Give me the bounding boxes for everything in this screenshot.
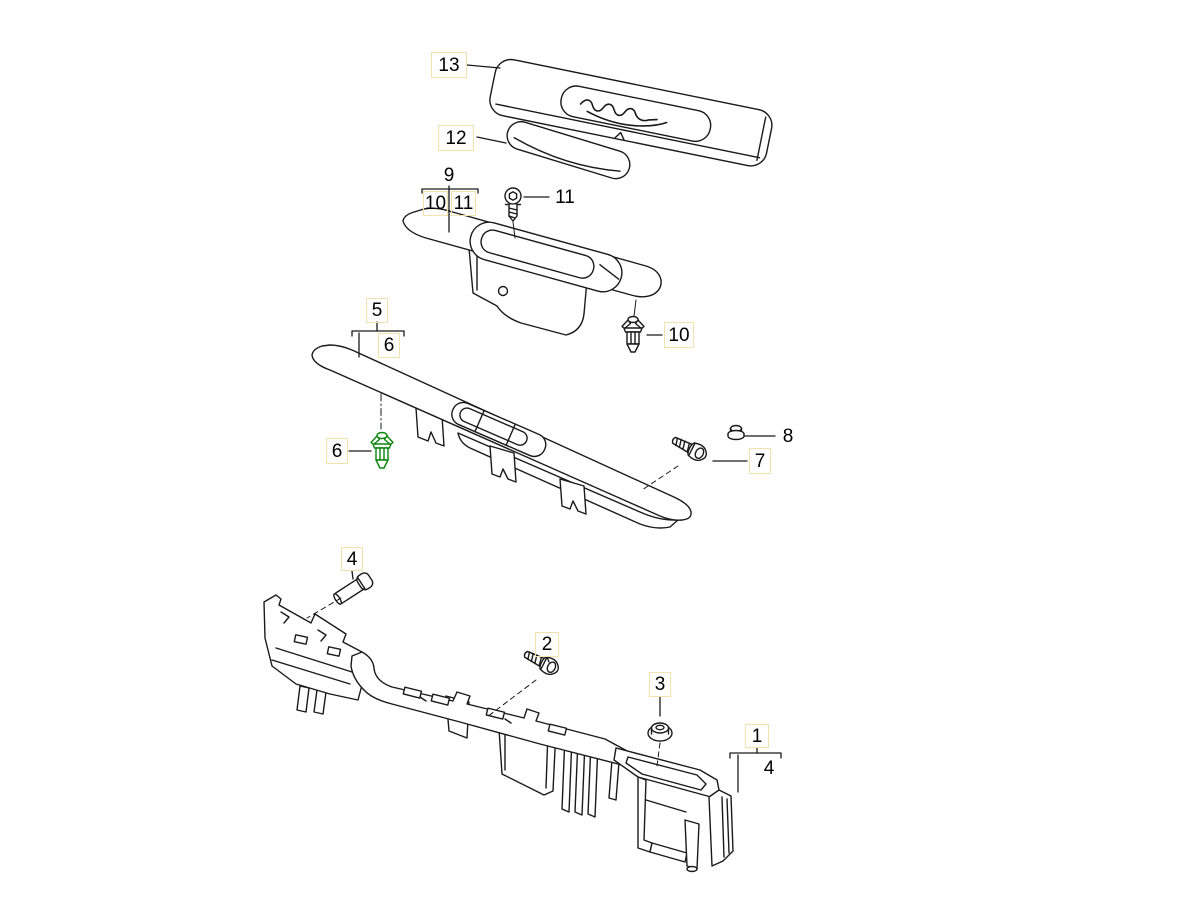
callout-13[interactable]: 13: [431, 52, 467, 78]
callout-4[interactable]: 4: [341, 547, 363, 571]
part-13-sill-cover-plate: [489, 58, 773, 167]
callout-7[interactable]: 7: [749, 448, 771, 474]
callout-6[interactable]: 6: [326, 438, 348, 464]
part-1-carrier: [263, 594, 734, 873]
part-5-sill-strip: [311, 344, 692, 529]
callout-3[interactable]: 3: [649, 672, 671, 697]
part-4-pin: [333, 572, 374, 605]
callout-11-bracket[interactable]: 11: [451, 191, 476, 216]
callout-9[interactable]: 9: [443, 164, 455, 186]
callout-12[interactable]: 12: [438, 125, 474, 151]
callout-1[interactable]: 1: [745, 724, 769, 748]
callout-8[interactable]: 8: [782, 425, 794, 447]
part-6-clip-highlighted: [370, 431, 394, 469]
callout-5[interactable]: 5: [366, 298, 388, 323]
callout-4-bracket[interactable]: 4: [763, 757, 775, 779]
part-11-screw: [504, 187, 522, 222]
callout-10[interactable]: 10: [664, 322, 694, 348]
callout-2[interactable]: 2: [535, 632, 559, 657]
callout-10-bracket[interactable]: 10: [423, 191, 448, 216]
part-12-insert-strip: [506, 120, 631, 180]
part-7-screw: [668, 431, 711, 465]
part-9-rear-sill-trim: [402, 207, 662, 336]
part-3-nut: [647, 722, 673, 742]
part-8-nut: [727, 424, 745, 441]
logo-script-icon: [579, 99, 668, 127]
callout-11[interactable]: 11: [555, 186, 575, 208]
leader-lines: [306, 64, 782, 793]
callout-6-bracket[interactable]: 6: [378, 333, 400, 358]
part-10-clip: [621, 315, 645, 353]
